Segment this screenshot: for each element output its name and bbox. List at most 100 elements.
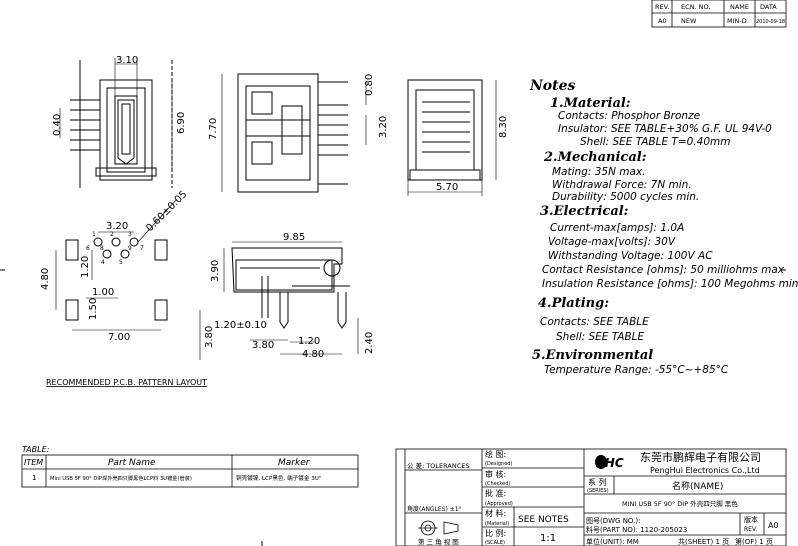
dim-side-120-tol: 1.20±0.10 (214, 320, 267, 331)
rear-view (407, 79, 483, 181)
dim-side-985: 9.85 (283, 232, 305, 243)
rev-en: REV. (744, 526, 757, 533)
company-logo-icon (595, 455, 607, 469)
dim-top-770: 7.70 (208, 118, 219, 140)
series-en: (SERIES) (587, 488, 609, 494)
dim-top-570: 5.70 (436, 182, 458, 193)
part-label: 料号(PART NO): 1120-205023 (586, 525, 687, 534)
title-block (395, 448, 787, 546)
dim-pcb-700: 7.00 (108, 332, 130, 343)
note-line: Shell: SEE TABLE T=0.40mm (580, 136, 731, 148)
environmental-heading: 5.Environmental (532, 348, 654, 363)
note-line: Insulator: SEE TABLE+30% G.F. UL 94V-0 (558, 123, 772, 135)
tolerances-label: 公 差: TOLERANCES (407, 461, 469, 470)
note-line: Withstanding Voltage: 100V AC (548, 250, 713, 262)
pin-number-9: 9 (128, 245, 132, 252)
note-line: Contacts: SEE TABLE (540, 316, 649, 328)
dim-pcb-120: 1.20 (80, 256, 91, 278)
note-line: Voltage-max[volts]: 30V (548, 236, 676, 248)
electrical-heading: 3.Electrical: (540, 204, 629, 219)
pin-number-6: 6 (86, 245, 90, 252)
dim-pcb-380: 3.80 (204, 326, 215, 348)
table-title: TABLE: (22, 445, 50, 454)
ecn-header: ECN. NO. (681, 3, 710, 11)
note-line: Durability: 5000 cycles min. (552, 191, 700, 203)
dim-side-480: 4.80 (302, 349, 324, 360)
table-header-item: ITEM (24, 458, 43, 467)
name-header: NAME (730, 3, 749, 11)
drawn-label: 绘 图: (485, 449, 506, 459)
dim-pcb-100: 1.00 (92, 287, 114, 298)
company-name-cn: 东莞市鹏辉电子有限公司 (640, 450, 761, 464)
pin-number-5: 5 (119, 259, 123, 266)
rev-header: REV. (655, 3, 669, 11)
note-line: Shell: SEE TABLE (556, 331, 645, 343)
pin-number-3: 3 (128, 231, 132, 238)
checked-label: 审 核: (485, 469, 506, 479)
dim-top-080: 0.80 (364, 74, 375, 96)
dim-top-830: 8.30 (498, 116, 509, 138)
note-line: Contact Resistance [ohms]: 50 milliohms … (542, 264, 785, 276)
rev-label: 版本 (744, 515, 758, 524)
dim-top-310: 3.10 (116, 55, 138, 66)
dim-top-690: 6.90 (176, 112, 187, 134)
pin-number-1: 1 (92, 231, 96, 238)
parts-table (21, 454, 359, 488)
data-value: 2010-09-18 (756, 19, 785, 25)
pin-number-4: 4 (101, 259, 105, 266)
unit-label: 单位(UNIT): MM (586, 537, 639, 546)
dim-side-240: 2.40 (364, 332, 375, 354)
table-cell-part: Mini USB 5F 90° DIP焊外壳四只脚黑色LCP料 3U镀金(管装) (50, 474, 192, 482)
dim-pcb-480: 4.80 (40, 268, 51, 290)
scale-value: 1:1 (540, 533, 556, 544)
table-header-marker: Marker (278, 458, 311, 468)
pin-number-2: 2 (110, 231, 114, 238)
dim-top-040: 0.40 (52, 114, 63, 136)
rev-value: A0 (658, 17, 667, 25)
dim-side-390: 3.90 (210, 260, 221, 282)
revision-block (651, 0, 787, 28)
notes-title: Notes (530, 78, 576, 94)
front-view (70, 60, 173, 188)
scale-label: 比 例: (485, 528, 506, 538)
sheet-label: 共(SHEET) 1 页 (678, 537, 729, 546)
table-cell-marker: 铜壳镀镍, LCP黑色, 端子镀金 3U" (236, 474, 322, 482)
table-cell-item: 1 (32, 474, 36, 482)
dim-pcb-150: 1.50 (88, 298, 99, 320)
pin-number-7: 7 (140, 245, 144, 252)
material-heading: 1.Material: (550, 96, 631, 111)
rev-box-value: A0 (768, 521, 779, 530)
ecn-value: NEW (681, 17, 697, 25)
scale-en: (SCALE) (485, 540, 505, 546)
border-ticks (0, 269, 786, 546)
company-name-en: PengHui Electronics Co.,Ltd (650, 466, 760, 475)
angles-label: 角度(ANGLES) ±1° (407, 505, 462, 513)
note-line: Contacts: Phosphor Bronze (558, 110, 701, 122)
material-en: (Material) (485, 521, 509, 527)
dim-pcb-320: 3.20 (106, 221, 128, 232)
series-label: 系 列 (588, 477, 607, 487)
drawn-en: (Designed) (485, 461, 512, 467)
pcb-pattern (65, 237, 168, 321)
of-label: 第(OF) 1 页 (735, 537, 773, 546)
dim-side-120: 1.20 (298, 336, 320, 347)
data-header: DATA (760, 3, 777, 11)
material-value: SEE NOTES (518, 515, 569, 525)
material-label: 材 料: (485, 508, 506, 518)
name-label: 名称(NAME) (672, 480, 723, 492)
checked-en: (Checked) (485, 481, 510, 487)
dim-top-320: 3.20 (378, 116, 389, 138)
top-view (237, 73, 348, 193)
note-line: Temperature Range: -55°C~+85°C (544, 364, 729, 376)
mechanical-heading: 2.Mechanical: (544, 150, 647, 165)
approved-en: (Approved) (485, 501, 513, 507)
projection-label: 第 三 角 视 图 (418, 537, 459, 546)
pin-number-8: 8 (100, 245, 104, 252)
note-line: Current-max[amps]: 1.0A (550, 222, 685, 234)
dim-side-380: 3.80 (252, 340, 274, 351)
note-line: Insulation Resistance [ohms]: 100 Megohm… (542, 278, 798, 290)
note-line: Mating: 35N max. (552, 166, 646, 178)
approved-label: 批 准: (485, 488, 506, 498)
company-logo-text: PHC (596, 456, 624, 470)
